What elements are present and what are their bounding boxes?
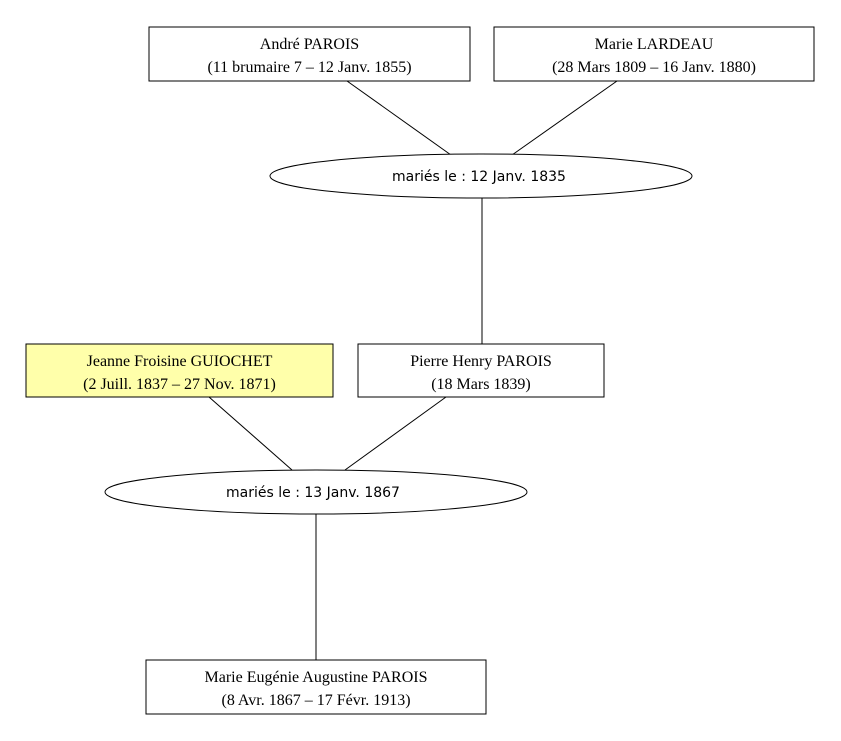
person-box	[493, 26, 815, 82]
person-dates: (18 Mars 1839)	[431, 376, 531, 393]
person-box	[145, 659, 487, 715]
person-marie-lardeau[interactable]: Marie LARDEAU (28 Mars 1809 – 16 Janv. 1…	[493, 26, 815, 82]
person-dates: (8 Avr. 1867 – 17 Févr. 1913)	[221, 692, 410, 709]
union-ellipse	[104, 469, 528, 515]
union-label: mariés le : 13 Janv. 1867	[226, 485, 400, 501]
person-name: Marie Eugénie Augustine PAROIS	[205, 669, 428, 686]
edge-marie-lardeau-to-union-1835	[511, 80, 618, 156]
person-box	[148, 26, 471, 82]
person-dates: (28 Mars 1809 – 16 Janv. 1880)	[552, 59, 756, 76]
person-name: André PAROIS	[260, 36, 359, 53]
edge-jeanne-to-union-1867	[208, 396, 293, 471]
person-name: Marie LARDEAU	[595, 36, 714, 53]
person-pierre-parois[interactable]: Pierre Henry PAROIS (18 Mars 1839)	[357, 343, 605, 398]
person-jeanne-guiochet[interactable]: Jeanne Froisine GUIOCHET (2 Juill. 1837 …	[25, 343, 334, 398]
person-box	[357, 343, 605, 398]
person-marie-eugenie-parois[interactable]: Marie Eugénie Augustine PAROIS (8 Avr. 1…	[145, 659, 487, 715]
person-box	[25, 343, 334, 398]
person-dates: (2 Juill. 1837 – 27 Nov. 1871)	[83, 376, 276, 393]
person-name: Pierre Henry PAROIS	[410, 353, 552, 370]
person-name: Jeanne Froisine GUIOCHET	[87, 353, 273, 370]
edge-andre-to-union-1835	[346, 80, 452, 156]
union-1835[interactable]: mariés le : 12 Janv. 1835	[269, 153, 693, 199]
person-dates: (11 brumaire 7 – 12 Janv. 1855)	[207, 59, 411, 76]
union-label: mariés le : 12 Janv. 1835	[392, 169, 566, 185]
union-ellipse	[269, 153, 693, 199]
edge-pierre-to-union-1867	[344, 396, 447, 471]
edges	[208, 80, 618, 660]
union-1867[interactable]: mariés le : 13 Janv. 1867	[104, 469, 528, 515]
person-andre-parois[interactable]: André PAROIS (11 brumaire 7 – 12 Janv. 1…	[148, 26, 471, 82]
